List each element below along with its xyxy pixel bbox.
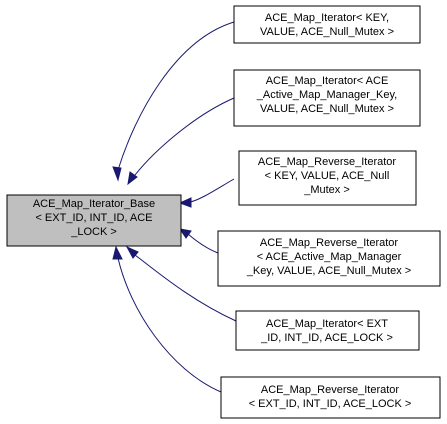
derived-class-1-line-1: ACE_Map_Iterator< KEY, [265, 12, 389, 24]
derived-class-3-line-3: _Mutex > [303, 184, 350, 196]
derived-class-2-line-2: _Active_Map_Manager_Key, [256, 89, 397, 101]
derived-class-1-line-2: VALUE, ACE_Null_Mutex > [260, 26, 394, 38]
inheritance-edge-6 [112, 245, 222, 393]
inheritance-edge-3 [178, 178, 235, 208]
base-class-line-2: < EXT_ID, INT_ID, ACE [35, 212, 152, 224]
derived-class-3-line-1: ACE_Map_Reverse_Iterator [258, 156, 397, 168]
derived-class-2-line-3: VALUE, ACE_Null_Mutex > [260, 103, 394, 115]
inheritance-edge-1 [112, 21, 235, 182]
derived-class-6-line-2: < EXT_ID, INT_ID, ACE_LOCK > [249, 398, 412, 410]
derived-class-node-6[interactable]: ACE_Map_Reverse_Iterator < EXT_ID, INT_I… [220, 376, 441, 419]
derived-class-5-line-1: ACE_Map_Iterator< EXT [266, 318, 388, 330]
derived-class-node-2[interactable]: ACE_Map_Iterator< ACE _Active_Map_Manage… [233, 69, 421, 127]
derived-class-2-line-1: ACE_Map_Iterator< ACE [266, 75, 389, 87]
inheritance-edge-4 [178, 228, 219, 254]
derived-class-node-5[interactable]: ACE_Map_Iterator< EXT _ID, INT_ID, ACE_L… [235, 310, 420, 351]
derived-class-4-line-2: < ACE_Active_Map_Manager [257, 251, 402, 263]
derived-class-5-line-2: _ID, INT_ID, ACE_LOCK > [260, 332, 393, 344]
inheritance-edge-5 [125, 245, 237, 322]
derived-class-4-line-1: ACE_Map_Reverse_Iterator [260, 237, 399, 249]
derived-class-node-1[interactable]: ACE_Map_Iterator< KEY, VALUE, ACE_Null_M… [233, 5, 421, 44]
derived-class-4-line-3: _Key, VALUE, ACE_Null_Mutex > [246, 265, 411, 277]
base-class-line-1: ACE_Map_Iterator_Base [33, 198, 155, 210]
derived-class-node-3[interactable]: ACE_Map_Reverse_Iterator < KEY, VALUE, A… [238, 150, 417, 206]
base-class-line-3: _LOCK > [70, 226, 117, 238]
inheritance-edge-2 [127, 97, 235, 186]
base-class-node[interactable]: ACE_Map_Iterator_Base < EXT_ID, INT_ID, … [6, 194, 182, 247]
derived-class-6-line-1: ACE_Map_Reverse_Iterator [261, 384, 400, 396]
derived-class-3-line-2: < KEY, VALUE, ACE_Null [265, 170, 390, 182]
derived-class-node-4[interactable]: ACE_Map_Reverse_Iterator < ACE_Active_Ma… [217, 230, 441, 287]
